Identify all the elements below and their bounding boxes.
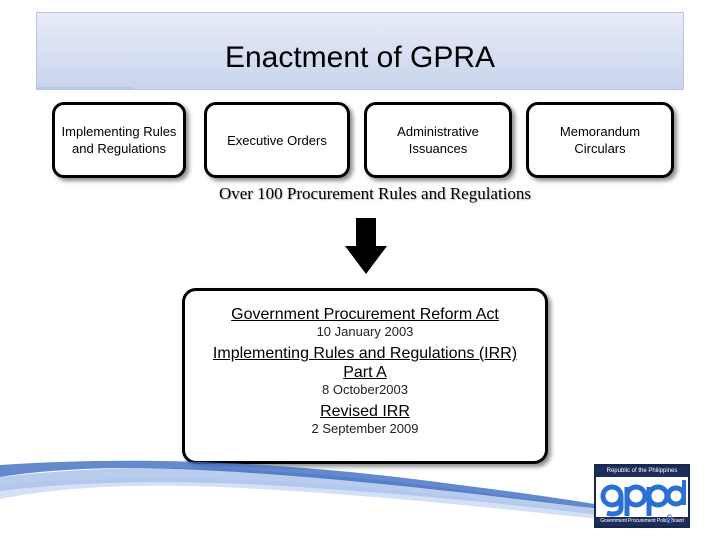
act-box: Government Procurement Reform Act 10 Jan… [182, 288, 548, 464]
source-box-administrative-issuances: Administrative Issuances [364, 102, 512, 178]
source-box-executive-orders: Executive Orders [204, 102, 350, 178]
subtitle: Over 100 Procurement Rules and Regulatio… [218, 184, 532, 203]
page-number: 6 [666, 512, 673, 526]
source-box-memorandum-circulars: Memorandum Circulars [526, 102, 674, 178]
wave-swoosh [0, 460, 600, 519]
logo-top-text: Republic of the Philippines [596, 466, 688, 477]
title-bar: Enactment of GPRA [36, 12, 684, 90]
act-heading-gpra: Government Procurement Reform Act [231, 306, 499, 323]
gppb-logo: Republic of the Philippines Government P… [594, 464, 690, 528]
slide-title: Enactment of GPRA [224, 41, 496, 74]
act-heading-irr: Implementing Rules and Regulations (IRR)… [212, 345, 518, 381]
source-box-irr: Implementing Rules and Regulations [52, 102, 186, 178]
source-label: Administrative Issuances [397, 124, 479, 156]
act-date-irr: 8 October2003 [321, 382, 408, 397]
logo-bottom-text: Government Procurement Policy Board [596, 517, 688, 526]
title-underline [37, 87, 133, 89]
gppb-mark-icon [600, 480, 686, 517]
down-arrow-icon [345, 218, 387, 274]
act-heading-revised-irr: Revised IRR [320, 403, 410, 420]
source-label: Implementing Rules and Regulations [61, 124, 177, 156]
act-date-revised-irr: 2 September 2009 [311, 421, 419, 436]
source-label: Executive Orders [227, 132, 327, 148]
act-date-gpra: 10 January 2003 [316, 324, 414, 339]
source-label: Memorandum Circulars [559, 124, 641, 156]
